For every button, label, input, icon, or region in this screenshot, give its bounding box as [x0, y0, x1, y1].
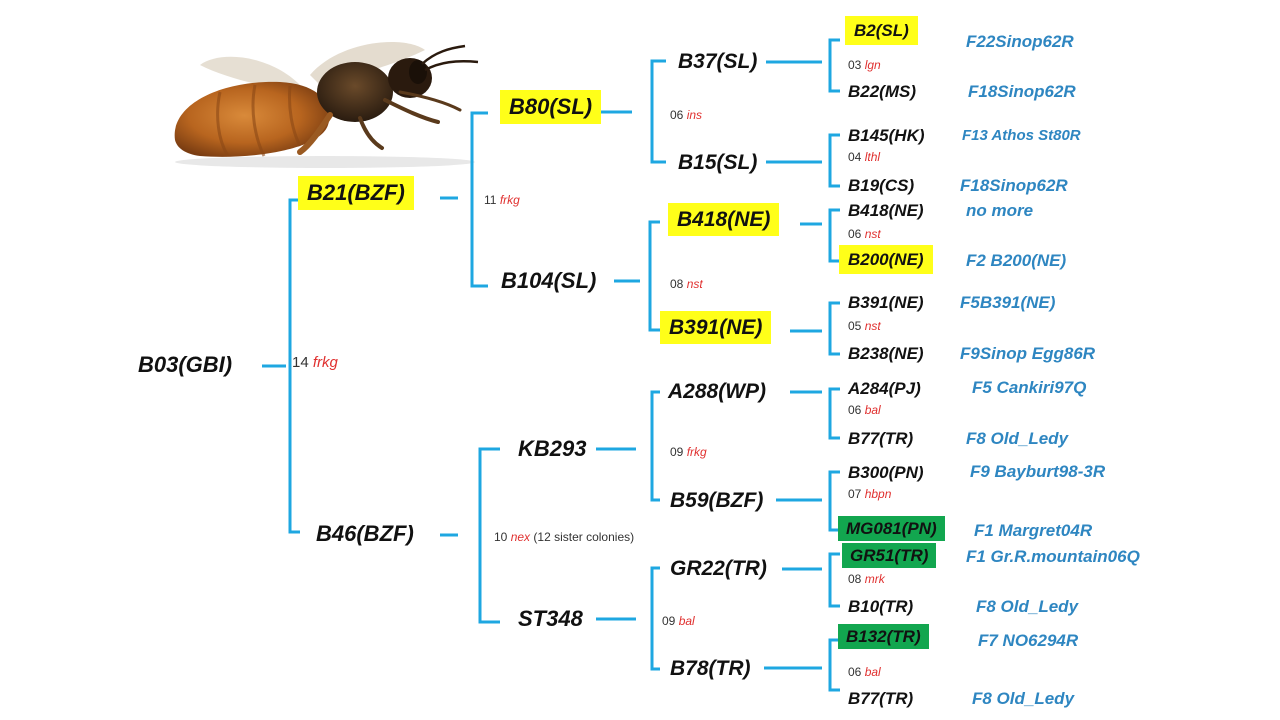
root-bracket — [288, 198, 300, 534]
node-b238: B238(NE) — [848, 344, 924, 363]
lineage-gr51: F1 Gr.R.mountain06Q — [966, 547, 1140, 566]
cross-label-b59: 07 hbpn — [848, 487, 892, 501]
lineage-b19: F18Sinop62R — [960, 176, 1068, 195]
cross-label-b15: 04 lthl — [848, 150, 881, 164]
cross-label-b21: 11 frkg — [484, 193, 520, 207]
lineage-b10: F8 Old_Ledy — [976, 597, 1079, 616]
node-b10: B10(TR) — [848, 597, 914, 616]
node-b78: B78(TR) — [670, 657, 751, 680]
node-b80: B80(SL) — [500, 90, 602, 124]
cross-label-b46: 10 nex (12 sister colonies) — [494, 530, 635, 544]
node-b2: B2(SL) — [845, 16, 918, 45]
node-b03: B03(GBI) — [138, 352, 233, 377]
cross-label-b03: 14 frkg — [292, 354, 338, 371]
node-b59: B59(BZF) — [670, 489, 764, 512]
cross-label-b37: 03 lgn — [848, 58, 881, 72]
node-b391: B391(NE) — [660, 311, 772, 344]
lineage-b132: F7 NO6294R — [978, 631, 1079, 650]
node-gr51: GR51(TR) — [842, 543, 937, 568]
b59-bracket — [828, 470, 840, 532]
b418-bracket — [828, 208, 840, 263]
kb293-bracket — [650, 390, 660, 502]
cross-label-b80: 06 ins — [670, 108, 703, 122]
b37-bracket — [828, 38, 840, 93]
cross-label-a288: 06 bal — [848, 403, 881, 417]
lineage-a284: F5 Cankiri97Q — [972, 378, 1087, 397]
node-b15: B15(SL) — [678, 151, 758, 174]
node-b418-daughter: B418(NE) — [848, 201, 924, 220]
node-b77-a: B77(TR) — [848, 429, 914, 448]
b46-bracket — [478, 447, 500, 624]
cross-label-gr22: 08 mrk — [848, 572, 885, 586]
a288-bracket — [828, 387, 840, 440]
node-kb293: KB293 — [518, 436, 587, 461]
b104-bracket — [648, 220, 660, 332]
node-mg081: MG081(PN) — [838, 516, 945, 541]
lineage-b77-b: F8 Old_Ledy — [972, 689, 1075, 708]
b21-bracket — [470, 111, 488, 288]
st348-bracket — [650, 566, 660, 671]
b15-bracket — [828, 133, 840, 188]
cross-label-b78: 06 bal — [848, 665, 881, 679]
lineage-b22: F18Sinop62R — [968, 82, 1076, 101]
node-st348: ST348 — [518, 606, 583, 631]
node-b37: B37(SL) — [678, 50, 758, 73]
node-b104: B104(SL) — [501, 268, 597, 293]
lineage-b77-a: F8 Old_Ledy — [966, 429, 1069, 448]
lineage-b300: F9 Bayburt98-3R — [970, 462, 1106, 481]
b391-bracket — [828, 301, 840, 356]
node-b22: B22(MS) — [848, 82, 917, 101]
node-b132: B132(TR) — [838, 624, 929, 649]
lineage-b418: no more — [966, 201, 1034, 220]
lineage-b145: F13 Athos St80R — [962, 127, 1081, 144]
lineage-b238: F9Sinop Egg86R — [960, 344, 1096, 363]
cross-label-b104: 08 nst — [670, 277, 703, 291]
node-b391-daughter: B391(NE) — [848, 293, 924, 312]
lineage-mg081: F1 Margret04R — [974, 521, 1093, 540]
b80-bracket — [650, 59, 666, 164]
queen-bee-image — [174, 42, 479, 168]
node-a288: A288(WP) — [668, 380, 767, 403]
node-b77-b: B77(TR) — [848, 689, 914, 708]
lineage-b391: F5B391(NE) — [960, 293, 1056, 312]
lineage-b2: F22Sinop62R — [966, 32, 1074, 51]
lineage-b200: F2 B200(NE) — [966, 251, 1067, 270]
node-a284: A284(PJ) — [848, 379, 921, 398]
cross-label-kb293: 09 frkg — [670, 445, 707, 459]
node-b145: B145(HK) — [848, 126, 925, 145]
cross-label-b418: 06 nst — [848, 227, 881, 241]
node-b300: B300(PN) — [848, 463, 924, 482]
node-gr22: GR22(TR) — [670, 557, 767, 580]
node-b19: B19(CS) — [848, 176, 915, 195]
b78-bracket — [828, 638, 840, 692]
gr22-bracket — [828, 552, 840, 608]
node-b46: B46(BZF) — [316, 521, 414, 546]
node-b21: B21(BZF) — [298, 176, 414, 210]
node-b418: B418(NE) — [668, 203, 780, 236]
cross-label-st348: 09 bal — [662, 614, 695, 628]
node-b200: B200(NE) — [839, 245, 933, 274]
cross-label-b391: 05 nst — [848, 319, 881, 333]
